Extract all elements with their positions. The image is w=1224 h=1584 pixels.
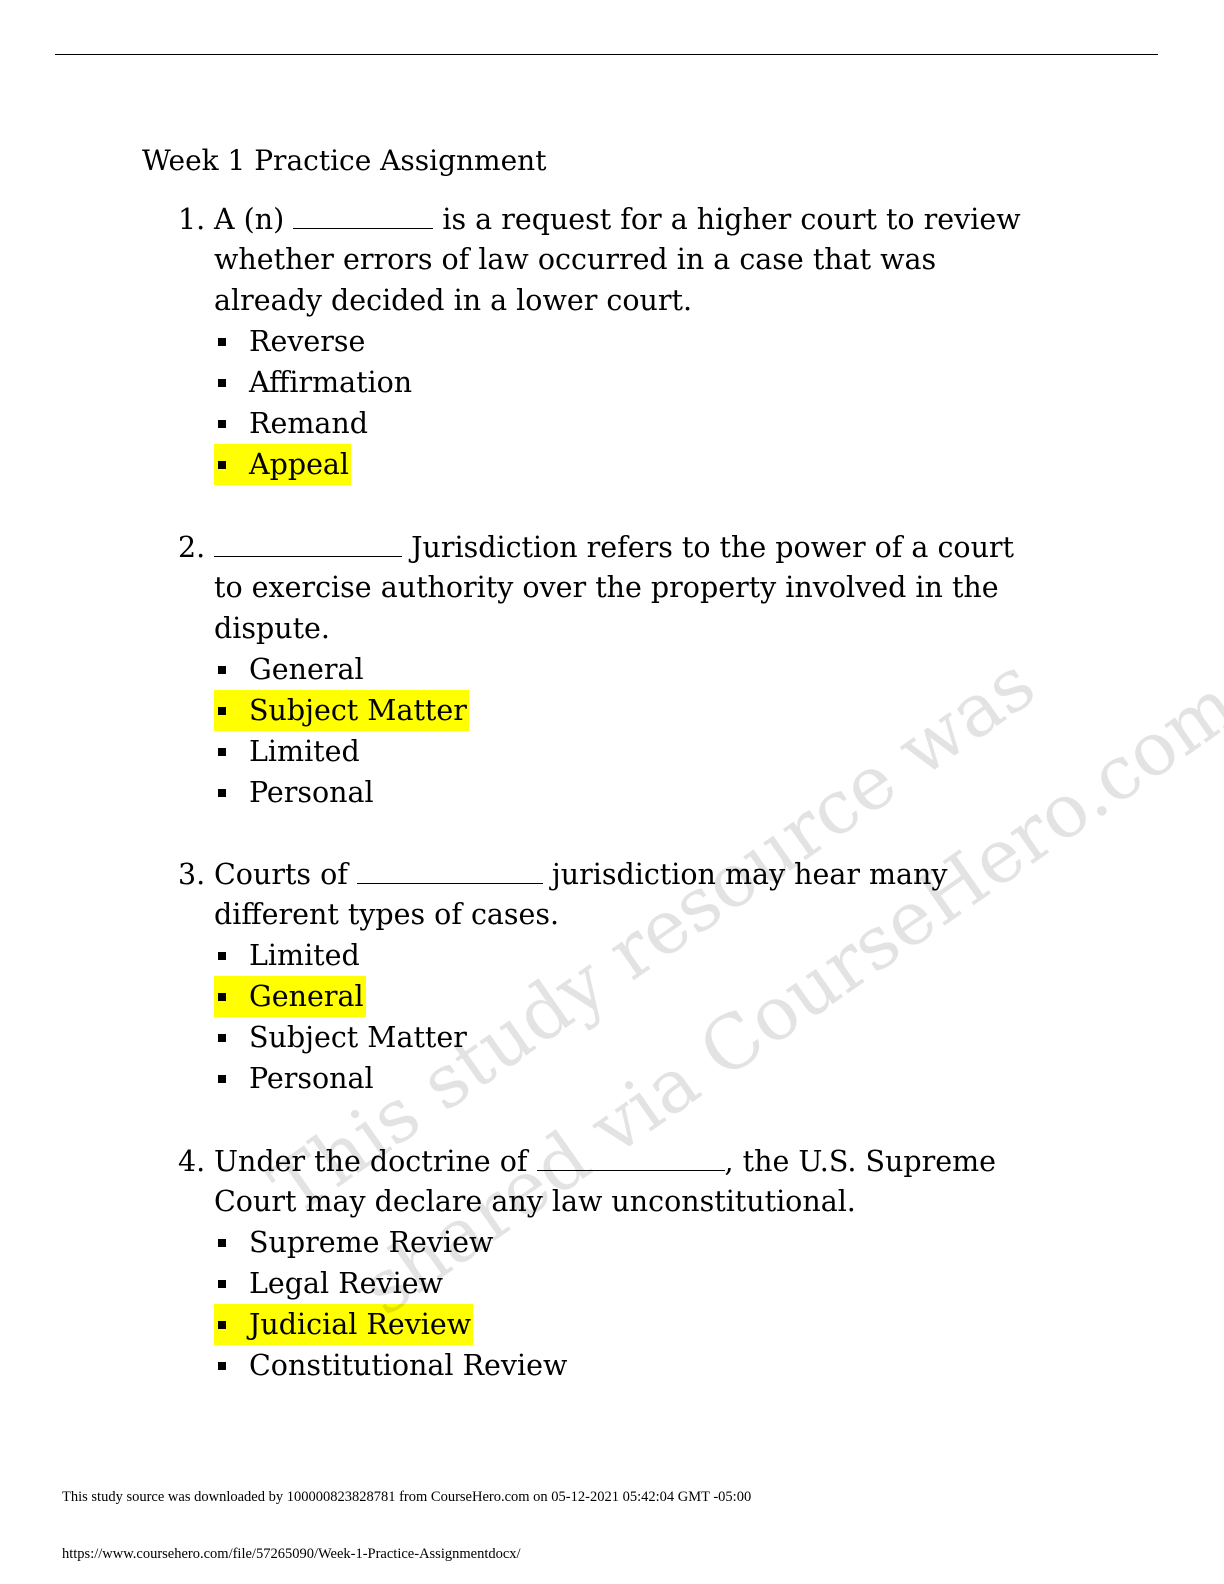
- square-bullet-icon: [218, 706, 226, 715]
- answer-options: General Subject Matter Limited Personal: [214, 649, 469, 813]
- option-label: Judicial Review: [249, 1308, 472, 1341]
- question-lead: A (n): [214, 202, 285, 236]
- answer-options: Limited General Subject Matter Personal: [214, 935, 469, 1099]
- option-label: Affirmation: [249, 366, 413, 399]
- option-constitutional-review: Constitutional Review: [214, 1345, 569, 1386]
- option-label: Personal: [249, 776, 374, 809]
- option-personal: Personal: [214, 772, 469, 813]
- question-trail: jurisdiction may hear many: [551, 857, 948, 891]
- answer-options: Supreme Review Legal Review Judicial Rev…: [214, 1222, 569, 1386]
- square-bullet-icon: [218, 951, 226, 960]
- question-first-line: 3.Courts of jurisdiction may hear many: [178, 853, 948, 895]
- answer-highlight: Subject Matter: [214, 690, 469, 731]
- option-general-highlighted: General: [214, 976, 469, 1017]
- option-label: General: [249, 653, 364, 686]
- source-url[interactable]: https://www.coursehero.com/file/57265090…: [62, 1546, 521, 1562]
- question-continuation: Court may declare any law unconstitution…: [214, 1185, 856, 1218]
- option-label: Legal Review: [249, 1267, 444, 1300]
- square-bullet-icon: [218, 1033, 226, 1042]
- question-number: 1.: [178, 202, 206, 236]
- option-label: Supreme Review: [249, 1226, 494, 1259]
- coursehero-watermark: This study resource was shared via Cours…: [256, 640, 1224, 1332]
- question-number: 3.: [178, 857, 206, 891]
- question-number: 2.: [178, 530, 206, 564]
- option-reverse: Reverse: [214, 321, 414, 362]
- option-label: Limited: [249, 735, 360, 768]
- square-bullet-icon: [218, 337, 226, 346]
- option-affirmation: Affirmation: [214, 362, 414, 403]
- option-legal-review: Legal Review: [214, 1263, 569, 1304]
- option-label: Remand: [249, 407, 368, 440]
- option-judicial-review-highlighted: Judicial Review: [214, 1304, 569, 1345]
- square-bullet-icon: [218, 788, 226, 797]
- option-supreme-review: Supreme Review: [214, 1222, 569, 1263]
- option-limited: Limited: [214, 731, 469, 772]
- answer-blank: [214, 526, 402, 557]
- option-appeal-highlighted: Appeal: [214, 444, 414, 485]
- question-trail: Jurisdiction refers to the power of a co…: [411, 530, 1015, 564]
- top-rule: [55, 54, 1158, 55]
- square-bullet-icon: [218, 378, 226, 387]
- option-label: Subject Matter: [249, 1021, 467, 1054]
- question-first-line: 1.A (n) is a request for a higher court …: [178, 198, 1021, 240]
- option-label: Subject Matter: [249, 694, 467, 727]
- option-label: Appeal: [249, 448, 350, 481]
- download-note: This study source was downloaded by 1000…: [62, 1489, 752, 1505]
- question-continuation: dispute.: [214, 612, 330, 645]
- square-bullet-icon: [218, 1074, 226, 1083]
- question-continuation: to exercise authority over the property …: [214, 571, 999, 604]
- answer-highlight: Judicial Review: [214, 1304, 474, 1345]
- option-label: Personal: [249, 1062, 374, 1095]
- square-bullet-icon: [218, 665, 226, 674]
- square-bullet-icon: [218, 1361, 226, 1370]
- square-bullet-icon: [218, 1279, 226, 1288]
- option-label: General: [249, 980, 364, 1013]
- square-bullet-icon: [218, 419, 226, 428]
- option-label: Reverse: [249, 325, 366, 358]
- answer-blank: [356, 853, 543, 884]
- question-continuation: already decided in a lower court.: [214, 284, 693, 317]
- option-personal: Personal: [214, 1058, 469, 1099]
- answer-highlight: General: [214, 976, 366, 1017]
- option-label: Limited: [249, 939, 360, 972]
- answer-options: Reverse Affirmation Remand Appeal: [214, 321, 414, 485]
- document-title: Week 1 Practice Assignment: [142, 144, 547, 177]
- question-number: 4.: [178, 1144, 206, 1178]
- square-bullet-icon: [218, 992, 226, 1001]
- square-bullet-icon: [218, 460, 226, 469]
- question-trail: , the U.S. Supreme: [724, 1144, 996, 1178]
- question-first-line: 2. Jurisdiction refers to the power of a…: [178, 526, 1014, 568]
- question-continuation: whether errors of law occurred in a case…: [214, 243, 937, 276]
- option-limited: Limited: [214, 935, 469, 976]
- question-trail: is a request for a higher court to revie…: [442, 202, 1021, 236]
- option-subject-matter-highlighted: Subject Matter: [214, 690, 469, 731]
- answer-blank: [536, 1140, 725, 1171]
- question-continuation: different types of cases.: [214, 898, 560, 931]
- option-general: General: [214, 649, 469, 690]
- square-bullet-icon: [218, 1238, 226, 1247]
- answer-blank: [293, 198, 434, 229]
- option-remand: Remand: [214, 403, 414, 444]
- question-first-line: 4.Under the doctrine of , the U.S. Supre…: [178, 1140, 996, 1182]
- question-lead: Courts of: [214, 857, 348, 891]
- question-lead: Under the doctrine of: [214, 1144, 528, 1178]
- option-subject-matter: Subject Matter: [214, 1017, 469, 1058]
- square-bullet-icon: [218, 1320, 226, 1329]
- answer-highlight: Appeal: [214, 444, 352, 485]
- square-bullet-icon: [218, 747, 226, 756]
- option-label: Constitutional Review: [249, 1349, 568, 1382]
